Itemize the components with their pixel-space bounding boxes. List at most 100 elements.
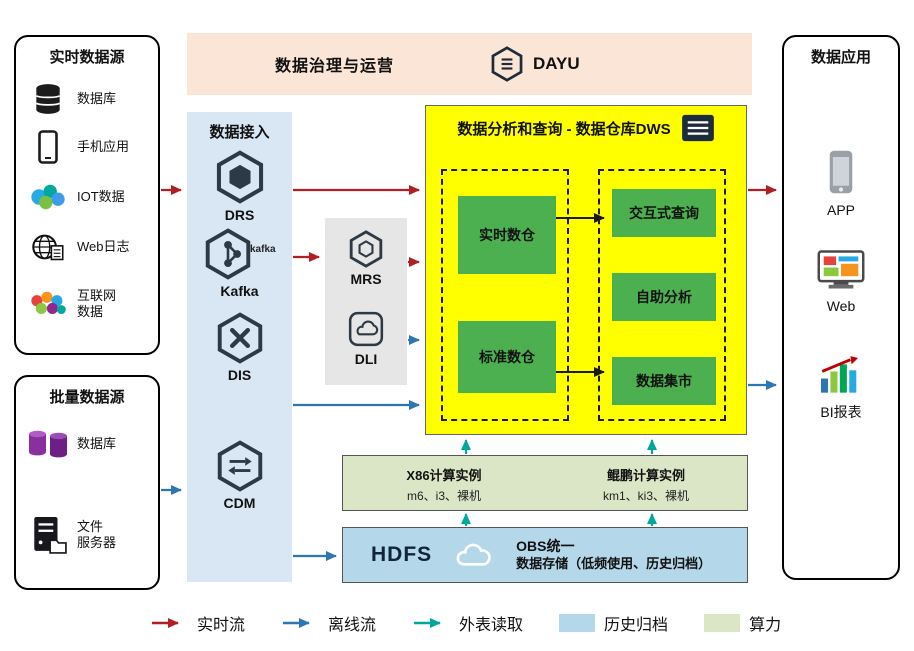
realtime-sources-panel: 实时数据源 数据库 手机应用 [14,35,160,355]
app-label: BI报表 [820,404,862,420]
web-log-icon [26,232,70,262]
legend-item-realtime-flow: 实时流 [150,611,245,635]
ingestion-item-drs: DRS [187,150,292,223]
processing-box: MRS DLI [325,218,407,385]
source-label: 文件 服务器 [77,518,117,550]
list-item: 数据库 [26,79,154,119]
realtime-warehouse-box: 实时数仓 [458,196,556,274]
realtime-sources-title: 实时数据源 [49,49,125,66]
obs-subtitle: 数据存储（低频使用、历史归档） [516,555,712,571]
processing-item-mrs: MRS [325,230,407,287]
obs-cloud-icon [452,540,496,570]
legend-label: 历史归档 [604,617,669,634]
drs-icon [213,150,267,204]
bi-report-icon [817,355,865,395]
list-item: IOT数据 [26,177,154,217]
mrs-icon [347,230,385,268]
service-label: CDM [223,495,256,511]
dws-title-row: 数据分析和查询 - 数据仓库DWS [426,114,746,142]
list-item: 互联网 数据 [26,280,154,328]
source-label: Web日志 [77,238,130,254]
source-label: 数据库 [77,90,117,106]
kafka-logo-text: kafka [250,244,276,255]
governance-bar: 数据治理与运营 DAYU [187,33,752,95]
legend-label: 算力 [749,617,782,634]
obs-title: OBS统一 [516,538,575,555]
internet-data-icon [26,289,70,319]
ingestion-title: 数据接入 [209,124,270,141]
hdfs-label: HDFS [371,543,433,566]
x86-compute-subtitle: m6、i3、裸机 [406,489,481,503]
dws-block: 数据分析和查询 - 数据仓库DWS 实时数仓 标准数仓 交互式查询 自助分析 数… [425,105,747,435]
dis-icon [214,312,266,364]
compute-bar: X86计算实例 m6、i3、裸机 鲲鹏计算实例 km1、ki3、裸机 [342,455,748,511]
dws-storage-group: 实时数仓 标准数仓 [441,169,569,421]
app-icon [826,149,856,195]
dws-analysis-group: 交互式查询 自助分析 数据集市 [598,169,726,421]
dli-icon [347,310,385,348]
iot-icon [26,183,70,211]
list-item: 数据库 [26,422,154,466]
service-label: DIS [227,367,252,383]
source-label: 数据库 [77,435,117,451]
archive-swatch [559,614,596,632]
service-label: Kafka [220,283,259,299]
data-mart-box: 数据集市 [612,357,716,405]
kunpeng-compute-title: 鲲鹏计算实例 [606,468,685,483]
service-label: DRS [224,207,255,223]
ingestion-item-cdm: CDM [187,440,292,511]
dayu-icon [489,46,525,82]
processing-item-dli: DLI [325,310,407,367]
source-label: 互联网 数据 [77,287,117,319]
file-server-icon [26,514,70,556]
app-label: APP [826,202,855,218]
obs-text: OBS统一 数据存储（低频使用、历史归档） [516,538,711,572]
app-item: APP [784,149,898,218]
ingestion-item-dis: DIS [187,312,292,383]
app-item: Web [784,249,898,314]
legend-item-archive: 历史归档 [559,611,668,635]
offline-flow-arrow-icon [283,618,311,628]
list-item: 文件 服务器 [26,509,154,561]
ingestion-column: 数据接入 DRS kafka [187,112,292,582]
batch-sources-title: 批量数据源 [49,389,125,406]
storage-bar: HDFS OBS统一 数据存储（低频使用、历史归档） [342,527,748,583]
compute-power-swatch [704,614,741,632]
legend-label: 实时流 [197,617,246,634]
list-item: Web日志 [26,227,154,267]
service-label: DLI [354,351,378,367]
app-label: Web [826,298,856,314]
kafka-icon [202,228,254,280]
service-label: MRS [350,271,382,287]
dayu-brand: DAYU [489,46,580,82]
applications-title: 数据应用 [810,49,871,66]
list-item: 手机应用 [26,127,154,167]
external-read-arrow-icon [414,618,442,628]
phone-icon [26,129,70,165]
database-purple-icon [26,427,70,461]
web-icon [816,249,866,291]
governance-title: 数据治理与运营 [275,58,395,75]
dws-title: 数据分析和查询 - 数据仓库DWS [457,120,671,138]
standard-warehouse-box: 标准数仓 [458,321,556,393]
x86-compute: X86计算实例 m6、i3、裸机 [343,456,545,510]
source-label: IOT数据 [77,188,125,204]
legend-item-offline-flow: 离线流 [281,611,376,635]
kunpeng-compute: 鲲鹏计算实例 km1、ki3、裸机 [545,456,747,510]
x86-compute-title: X86计算实例 [406,468,482,483]
legend-label: 离线流 [328,617,377,634]
database-icon [26,82,70,116]
source-label: 手机应用 [77,138,130,154]
legend-label: 外表读取 [459,617,524,634]
interactive-query-box: 交互式查询 [612,189,716,237]
legend-item-external-read: 外表读取 [412,611,523,635]
kunpeng-compute-subtitle: km1、ki3、裸机 [602,489,689,503]
ingestion-item-kafka: kafka Kafka [187,228,292,299]
applications-panel: 数据应用 APP [782,35,900,580]
legend-item-compute-power: 算力 [704,611,781,635]
batch-sources-panel: 批量数据源 数据库 [14,375,160,590]
dws-icon [681,114,715,142]
cdm-icon [214,440,266,492]
self-service-analysis-box: 自助分析 [612,273,716,321]
